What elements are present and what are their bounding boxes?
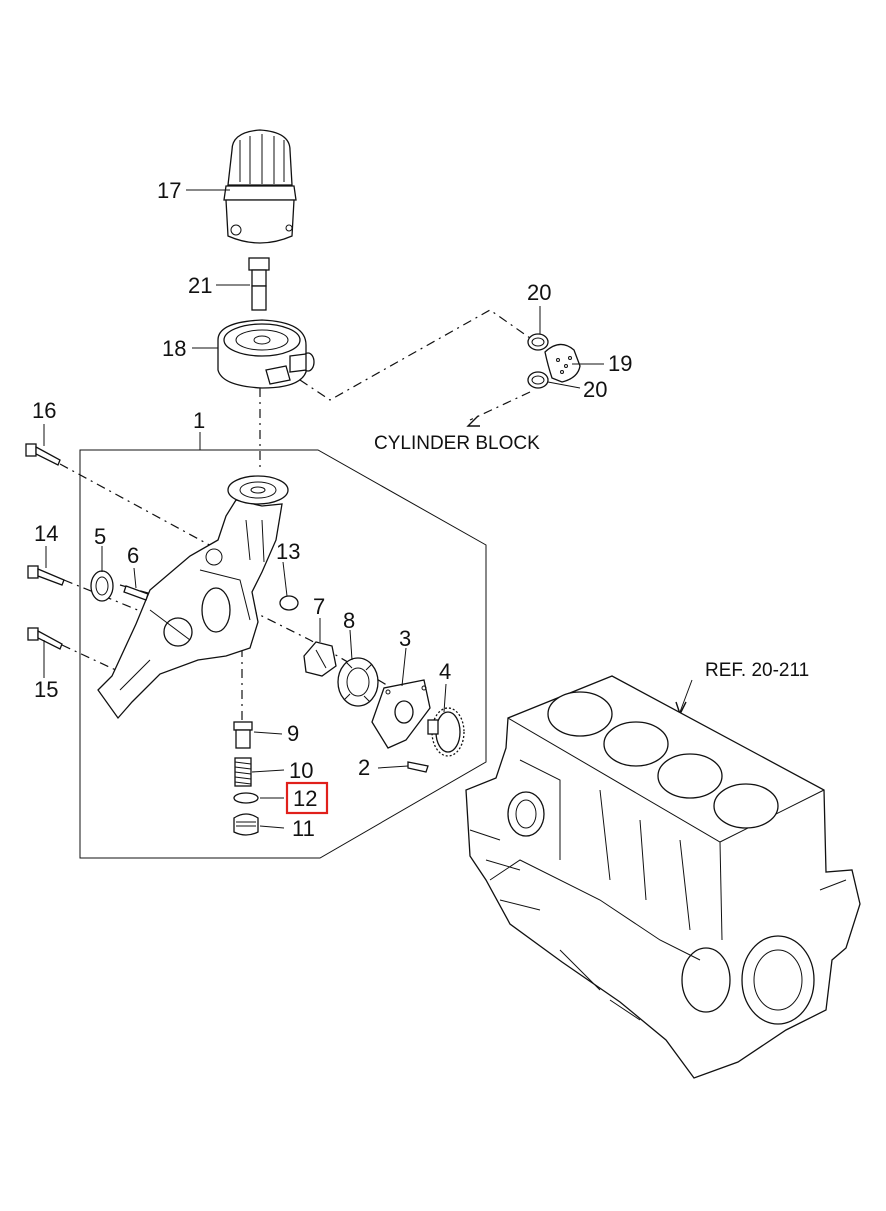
label-13[interactable]: 13 <box>276 539 300 564</box>
label-18[interactable]: 18 <box>162 336 186 361</box>
label-1[interactable]: 1 <box>193 408 205 433</box>
dowel-pin-part[interactable] <box>123 585 149 601</box>
hose-part[interactable] <box>544 343 581 383</box>
bolt-15-part[interactable] <box>27 627 63 650</box>
oil-seal-part[interactable] <box>90 570 114 602</box>
oil-seal-inner <box>95 576 109 596</box>
label-2[interactable]: 2 <box>358 755 370 780</box>
drive-gear-part[interactable] <box>427 707 465 757</box>
oil-cooler-part[interactable] <box>217 319 315 389</box>
cover-screw-part[interactable] <box>407 761 429 773</box>
o-ring-13-part[interactable] <box>279 595 299 611</box>
label-10[interactable]: 10 <box>289 758 313 783</box>
filter-fitting-part[interactable] <box>248 257 270 311</box>
bolt-16-part[interactable] <box>25 443 61 466</box>
outer-rotor-part[interactable] <box>337 657 379 707</box>
label-6[interactable]: 6 <box>127 543 139 568</box>
label-8[interactable]: 8 <box>343 608 355 633</box>
label-20-lower[interactable]: 20 <box>583 377 607 402</box>
label-19[interactable]: 19 <box>608 351 632 376</box>
relief-plug-part[interactable] <box>233 813 259 836</box>
highlight-box <box>285 781 329 815</box>
bolt-14-part[interactable] <box>27 565 65 586</box>
oil-filter-part[interactable] <box>223 129 297 244</box>
cylinder-block-label: CYLINDER BLOCK <box>374 433 540 454</box>
label-14[interactable]: 14 <box>34 521 58 546</box>
leader-lines <box>43 189 693 829</box>
label-21[interactable]: 21 <box>188 273 212 298</box>
label-12[interactable]: 12 <box>293 786 317 811</box>
label-20-upper[interactable]: 20 <box>527 280 551 305</box>
label-3[interactable]: 3 <box>399 626 411 651</box>
hose-clamp-upper-part[interactable] <box>527 333 549 351</box>
label-15[interactable]: 15 <box>34 677 58 702</box>
label-7[interactable]: 7 <box>313 594 325 619</box>
pump-cover-part[interactable] <box>371 679 431 749</box>
ref-label[interactable]: REF. 20-211 <box>705 660 809 681</box>
cylinder-block-part[interactable] <box>465 675 861 1079</box>
hose-clamp-lower-part[interactable] <box>527 371 549 389</box>
relief-spring-part[interactable] <box>234 757 252 787</box>
label-11[interactable]: 11 <box>292 816 315 841</box>
oil-pump-housing-part[interactable] <box>97 475 289 720</box>
inner-rotor-part[interactable] <box>303 641 337 677</box>
label-9[interactable]: 9 <box>287 721 299 746</box>
label-4[interactable]: 4 <box>439 659 451 684</box>
label-17[interactable]: 17 <box>157 178 181 203</box>
label-5[interactable]: 5 <box>94 524 106 549</box>
relief-plunger-part[interactable] <box>233 721 253 749</box>
arrow-to-block <box>466 415 480 427</box>
washer-part[interactable] <box>233 792 259 804</box>
label-16[interactable]: 16 <box>32 398 56 423</box>
pump-assembly-boundary <box>79 449 487 859</box>
